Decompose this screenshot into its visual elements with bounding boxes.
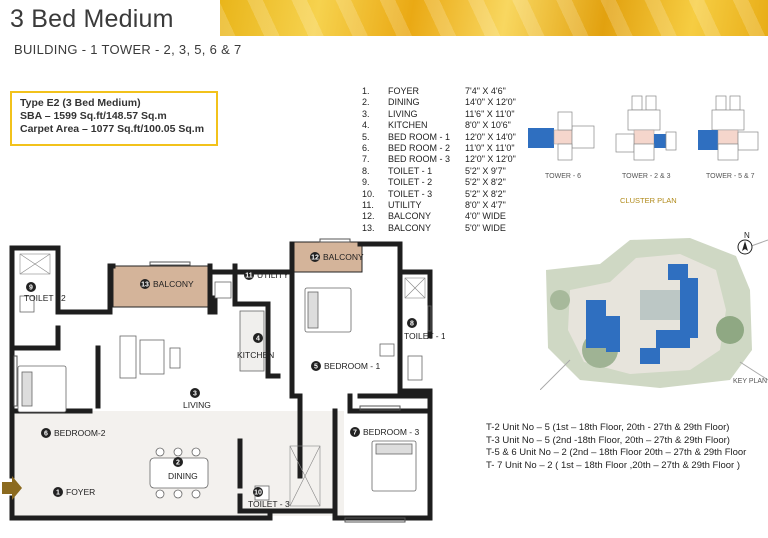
svg-text:BEDROOM-2: BEDROOM-2 (54, 428, 106, 438)
unit-note: T-2 Unit No – 5 (1st – 18th Floor, 20th … (486, 422, 730, 433)
page-subtitle: BUILDING - 1 TOWER - 2, 3, 5, 6 & 7 (14, 42, 242, 57)
windows (13, 238, 432, 523)
svg-text:BALCONY: BALCONY (153, 279, 194, 289)
room-6-marker: 6 BEDROOM-2 (41, 428, 106, 438)
key-plan-caption: KEY PLAN (733, 378, 768, 385)
svg-text:2: 2 (176, 460, 180, 467)
tower-5-7-plan (698, 95, 759, 161)
cluster-plan-caption: CLUSTER PLAN (620, 196, 677, 205)
tower-2-3-plan (615, 95, 677, 161)
room-12-marker: 12 BALCONY (310, 252, 364, 262)
svg-text:UTILITY: UTILITY (257, 270, 289, 280)
tower-5-7-label: TOWER - 5 & 7 (706, 173, 755, 180)
tower-6-label: TOWER - 6 (545, 173, 582, 180)
svg-text:6: 6 (44, 431, 48, 438)
svg-text:3: 3 (193, 391, 197, 398)
svg-text:TOILET - 1: TOILET - 1 (404, 331, 445, 341)
svg-text:11: 11 (245, 273, 253, 280)
svg-text:13: 13 (141, 282, 149, 289)
tower-2-3-label: TOWER - 2 & 3 (622, 173, 671, 180)
svg-text:9: 9 (29, 285, 33, 292)
svg-text:5: 5 (314, 364, 318, 371)
key-plan-map (540, 230, 768, 390)
page-title: 3 Bed Medium (10, 5, 174, 33)
sba-line: SBA – 1599 Sq.ft/148.57 Sq.m (20, 110, 167, 122)
svg-text:DINING: DINING (168, 471, 198, 481)
svg-text:FOYER: FOYER (66, 487, 95, 497)
unit-note: T- 7 Unit No – 2 ( 1st – 18th Floor ,20t… (486, 459, 740, 471)
north-label: N (744, 231, 750, 240)
svg-text:TOILET - 2: TOILET - 2 (24, 293, 66, 303)
svg-text:LIVING: LIVING (183, 400, 211, 410)
unit-note: T-5 & 6 Unit No – 2 (2nd – 18th Floor 20… (486, 447, 747, 459)
room-1-marker: 1 FOYER (53, 487, 95, 497)
svg-text:BEDROOM - 3: BEDROOM - 3 (363, 427, 419, 437)
unit-type-box: Type E2 (3 Bed Medium) SBA – 1599 Sq.ft/… (10, 91, 218, 146)
tower-blocks (586, 264, 698, 364)
unit-availability-notes: T-2 Unit No – 5 (1st – 18th Floor, 20th … (486, 422, 746, 472)
north-arrow-icon (737, 239, 753, 255)
carpet-area-line: Carpet Area – 1077 Sq.ft/100.05 Sq.m (20, 123, 205, 135)
entrance-arrow-icon (2, 476, 22, 500)
balcony-13-fill (112, 265, 209, 308)
svg-text:BEDROOM - 1: BEDROOM - 1 (324, 361, 380, 371)
unit-type-line: Type E2 (3 Bed Medium) (20, 97, 141, 109)
svg-text:1: 1 (56, 490, 60, 497)
room-13-marker: 13 BALCONY (140, 279, 194, 289)
tower-6-plan (528, 111, 595, 161)
svg-text:10: 10 (254, 490, 262, 497)
walls (9, 241, 433, 521)
balcony-12-fill (291, 241, 363, 273)
room-7-marker: 7 BEDROOM - 3 (350, 427, 419, 437)
room-5-marker: 5 BEDROOM - 1 (311, 361, 380, 371)
svg-text:4: 4 (256, 336, 260, 343)
svg-text:KITCHEN: KITCHEN (237, 350, 274, 360)
unit-note: T-3 Unit No – 5 (2nd -18th Floor, 20th –… (486, 434, 730, 446)
cluster-plan-drawings (528, 95, 759, 161)
svg-text:8: 8 (410, 321, 414, 328)
svg-text:TOILET - 3: TOILET - 3 (248, 499, 290, 509)
room-11-marker: 11 UTILITY (244, 270, 289, 280)
svg-text:12: 12 (311, 255, 319, 262)
svg-text:BALCONY: BALCONY (323, 252, 364, 262)
svg-text:7: 7 (353, 430, 357, 437)
header-banner (220, 0, 768, 36)
wet-areas (19, 253, 426, 507)
